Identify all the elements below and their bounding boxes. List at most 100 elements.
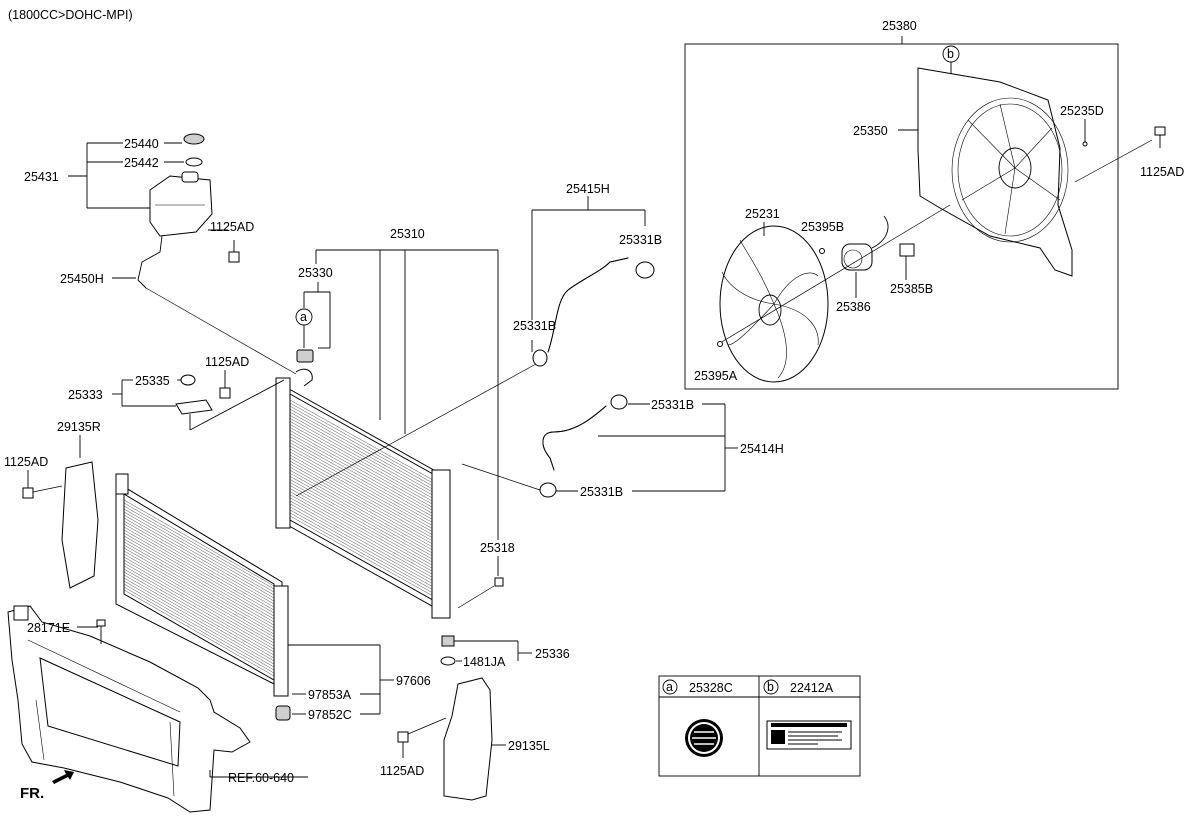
part-label-29135L[interactable]: 29135L [508,739,550,753]
part-label-97853A[interactable]: 97853A [308,688,352,702]
air-guard-29135L[interactable] [443,677,493,801]
part-label-25331B-mid[interactable]: 25331B [513,319,556,333]
ac-condenser[interactable] [115,473,289,697]
part-label-97606[interactable]: 97606 [396,674,431,688]
core-fin [123,553,275,641]
part-label-25318[interactable]: 25318 [480,541,515,555]
bolt-1125AD-fan[interactable] [1154,126,1166,148]
core-fin [123,547,275,635]
part-label-25414H[interactable]: 25414H [740,442,784,456]
screw-25395A[interactable] [717,341,723,347]
hose-clamp-top[interactable] [635,261,655,279]
radiator-bracket-25318[interactable] [494,577,504,587]
mount-insulator-25335[interactable] [180,374,196,386]
part-label-25442[interactable]: 25442 [124,156,159,170]
part-label-25395A[interactable]: 25395A [694,369,738,383]
fan-warning-label-image [766,720,852,750]
connector-25385B[interactable] [899,243,915,257]
core-fin [123,574,275,662]
part-label-1481JA[interactable]: 1481JA [463,655,506,669]
part-label-25333[interactable]: 25333 [68,388,103,402]
core-fin [289,421,441,506]
radiator-cap[interactable] [296,349,314,363]
core-fin [123,535,275,623]
fan-assembly-frame [684,43,1119,390]
part-label-25235D[interactable]: 25235D [1060,104,1104,118]
label-legend-table: a 25328C b 22412A [658,675,861,777]
part-label-28171E[interactable]: 28171E [27,621,70,635]
radiator-core[interactable] [275,368,451,619]
part-label-25310[interactable]: 25310 [390,227,425,241]
legend-a-letter: a [666,680,673,694]
mount-bracket-25333[interactable] [175,399,213,415]
bolt-1125AD-left[interactable] [22,470,63,499]
bolt-1125AD-reservoir[interactable] [228,240,240,263]
part-label-25331B-top[interactable]: 25331B [619,233,662,247]
coolant-reservoir-tank[interactable] [149,171,213,237]
front-end-carrier[interactable] [7,605,251,813]
part-label-25380[interactable]: 25380 [882,19,917,33]
part-label-97852C[interactable]: 97852C [308,708,352,722]
part-label-25431[interactable]: 25431 [24,170,59,184]
part-label-25335[interactable]: 25335 [135,374,170,388]
core-fin [289,436,441,521]
screw-25395B[interactable] [819,248,825,254]
bolt-1125AD-bottom[interactable] [397,717,447,758]
core-fin [289,427,441,512]
core-fin [123,583,275,671]
part-label-25385B[interactable]: 25385B [890,282,933,296]
part-label-25350[interactable]: 25350 [853,124,888,138]
lower-radiator-hose[interactable] [542,405,607,471]
core-fin [123,532,275,620]
core-fin [289,430,441,515]
part-label-1125AD-bottom[interactable]: 1125AD [380,764,424,778]
core-fin [289,412,441,497]
part-label-25331B-r2[interactable]: 25331B [580,485,623,499]
hose-clamp-r1[interactable] [610,394,628,410]
reference-label[interactable]: REF.60-640 [228,771,294,785]
part-label-1125AD-bracket[interactable]: 1125AD [205,355,249,369]
core-fin [123,556,275,644]
bolt-1125AD-bracket[interactable] [219,370,231,399]
radiator-drain-plug[interactable] [441,635,455,647]
part-label-1125AD-fan[interactable]: 1125AD [1140,165,1184,179]
part-label-25231[interactable]: 25231 [745,207,780,221]
cap-o-ring[interactable] [185,157,203,167]
core-fin [123,577,275,665]
part-label-25395B[interactable]: 25395B [801,220,844,234]
reservoir-cap[interactable] [183,133,205,145]
part-label-25415H[interactable]: 25415H [566,182,610,196]
part-label-29135R[interactable]: 29135R [57,420,101,434]
part-label-1125AD-left[interactable]: 1125AD [4,455,48,469]
part-label-25386[interactable]: 25386 [836,300,871,314]
part-label-25336[interactable]: 25336 [535,647,570,661]
legend-a-part[interactable]: 25328C [689,681,733,695]
core-fin [289,424,441,509]
air-guard-29135R[interactable] [61,461,99,589]
condenser-plug-97852C[interactable] [275,705,291,721]
part-label-25450H[interactable]: 25450H [60,272,104,286]
hose-clamp-r2[interactable] [539,482,557,498]
screw-28171E[interactable] [96,619,106,644]
core-fin [123,505,275,593]
fan-shroud[interactable] [917,67,1073,277]
drain-gasket-1481JA[interactable] [440,656,456,666]
part-label-25440[interactable]: 25440 [124,137,159,151]
core-fin [123,568,275,656]
core-fin [123,499,275,587]
upper-radiator-hose[interactable] [547,257,629,353]
core-fin [123,541,275,629]
part-label-25331B-r1[interactable]: 25331B [651,398,694,412]
core-fin [123,526,275,614]
part-label-1125AD-reservoir[interactable]: 1125AD [210,220,254,234]
core-fin [289,473,441,558]
fan-motor[interactable] [841,215,889,271]
core-fin [289,485,441,570]
hose-clamp-mid[interactable] [532,349,548,367]
legend-b-part[interactable]: 22412A [790,681,834,695]
core-fin [289,415,441,500]
cooling-fan-blade[interactable] [719,225,829,383]
core-fin [289,418,441,503]
part-label-25330[interactable]: 25330 [298,266,333,280]
overflow-hose[interactable] [137,235,163,289]
